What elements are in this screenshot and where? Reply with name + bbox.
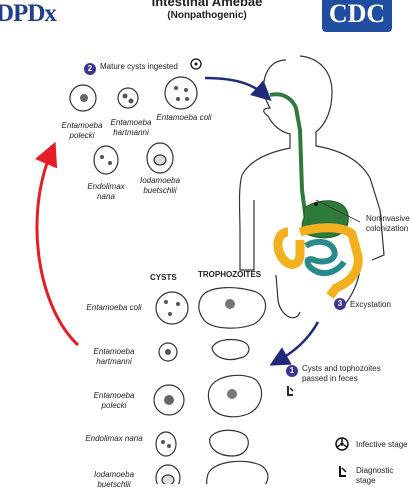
biohazard-icon (335, 437, 349, 451)
legend-diagnostic: Diagnostic stage (356, 466, 394, 485)
cyst-nana-top (93, 145, 119, 175)
top-cyst-label-coli: Entamoeba coli (156, 113, 212, 122)
cysts-header: CYSTS (150, 273, 177, 282)
top-cysts-group (69, 76, 198, 175)
ascending-colon (273, 227, 305, 269)
colonization-label: Noninvasive colonization (366, 214, 410, 233)
small-intestine (304, 238, 347, 276)
digestive-tract (269, 92, 363, 299)
table-troph-nana (209, 429, 249, 457)
page-subtitle: (Nonpathogenic) (167, 10, 247, 21)
table-cyst-coli (155, 291, 189, 325)
cyst-hartmanni-top (117, 87, 139, 109)
step1-diagnostic-icon (287, 386, 294, 396)
table-troph-buetschlii (206, 460, 269, 484)
top-cyst-label-nana: Endolimax nana (87, 182, 125, 201)
cdc-logo: CDC (322, 0, 392, 32)
table-cyst-nana (155, 431, 177, 457)
table-organisms (153, 286, 269, 484)
table-row-label-coli: Entamoeba coli (86, 303, 142, 312)
top-cyst-label-polecki: Entamoeba polecki (61, 121, 103, 140)
human-body-outline (238, 55, 385, 319)
step-1-label: Cysts and tophozoites passed in feces (302, 364, 381, 383)
ingestion-arrow (204, 76, 272, 102)
top-cyst-label-hartmanni: Entamoeba hartmanni (110, 118, 152, 137)
cycle-arrow (35, 141, 80, 347)
colonization-pointer (315, 199, 361, 223)
table-troph-hartmanni (211, 338, 250, 361)
passage-arrow (269, 321, 320, 366)
step2-biohazard-icon (190, 58, 202, 70)
esophagus (269, 92, 308, 221)
legend-infective: Infective stage (356, 440, 408, 449)
step-3-label: Excystation (350, 300, 391, 309)
step-2-label: Mature cysts ingested (100, 62, 178, 71)
page-title: Intestinal Amebae (151, 0, 263, 9)
colon (298, 223, 363, 299)
step-1-badge: 1 (286, 365, 298, 377)
table-row-label-hartmanni: Entamoeba hartmanni (93, 347, 135, 366)
dpdx-logo: DPDx (0, 0, 57, 27)
colonization-dot (314, 202, 318, 206)
diagnostic-icon (339, 466, 347, 477)
step-2-badge: 2 (84, 63, 96, 75)
table-row-label-buetschlii: Iodamoeba buetschlii (93, 470, 135, 489)
table-row-label-polecki: Entamoeba polecki (93, 391, 135, 410)
table-row-label-nana: Endolimax nana (85, 434, 143, 443)
step-3-badge: 3 (334, 298, 346, 310)
trophozoites-header: TROPHOZOITES (198, 270, 262, 279)
top-cyst-label-buetschlii: Iodamoeba buetschlii (139, 176, 181, 195)
cyst-coli-top (164, 76, 198, 110)
